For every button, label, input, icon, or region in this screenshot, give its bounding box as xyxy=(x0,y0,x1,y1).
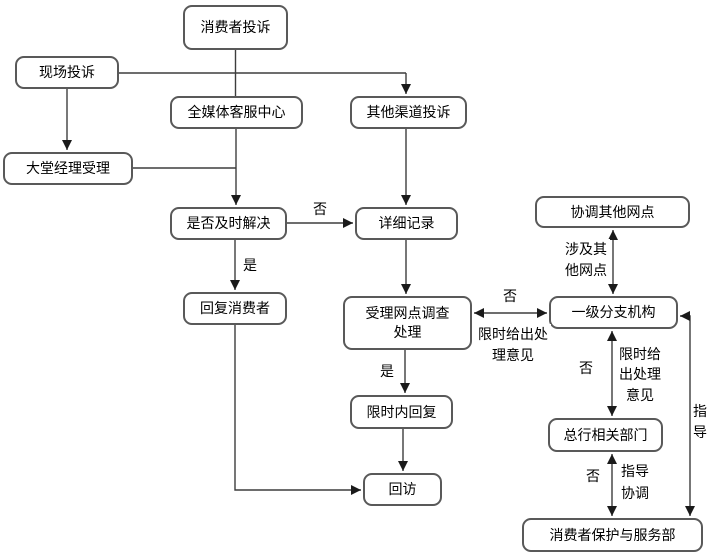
node-other-channel-complaint: 其他渠道投诉 xyxy=(350,96,467,129)
edge-label-guide-coordinate: 指导协调 xyxy=(618,460,652,505)
node-consumer-protection-service-dept: 消费者保护与服务部 xyxy=(522,518,703,552)
node-reply-consumer: 回复消费者 xyxy=(183,292,287,325)
edge-label-involve-other-outlets: 涉及其他网点 xyxy=(562,239,610,281)
node-reply-within-time-limit: 限时内回复 xyxy=(350,395,453,429)
edge-label-opinion-branch-headoffice: 限时给出处理意见 xyxy=(616,344,664,405)
edge-label-yes-outlet: 是 xyxy=(377,361,397,381)
edge-label-opinion-outlet-branch: 限时给出处理意见 xyxy=(475,324,551,366)
edge-label-no-outlet-branch: 否 xyxy=(500,286,520,306)
edge-reply-to-followup xyxy=(234,325,361,495)
edge-label-no-branch-headoffice: 否 xyxy=(576,358,596,378)
edge-label-no-timely: 否 xyxy=(310,199,330,219)
node-timely-resolution-decision: 是否及时解决 xyxy=(170,207,287,240)
node-lobby-manager-accept: 大堂经理受理 xyxy=(3,152,133,185)
node-coordinate-other-outlets: 协调其他网点 xyxy=(535,196,690,228)
edge-dept-branch-guide xyxy=(680,311,695,516)
node-media-service-center: 全媒体客服中心 xyxy=(170,96,303,129)
node-consumer-complaint: 消费者投诉 xyxy=(183,5,288,50)
node-first-level-branch: 一级分支机构 xyxy=(549,296,678,329)
edge-label-guide: 指导 xyxy=(692,401,708,443)
node-onsite-complaint: 现场投诉 xyxy=(15,56,119,89)
edge-label-yes-timely: 是 xyxy=(240,255,260,275)
node-head-office-departments: 总行相关部门 xyxy=(548,418,663,452)
edge-label-no-headoffice-dept: 否 xyxy=(583,466,603,486)
node-follow-up-visit: 回访 xyxy=(363,473,442,506)
node-outlet-investigation: 受理网点调查处理 xyxy=(343,296,472,350)
node-detailed-record: 详细记录 xyxy=(355,207,458,240)
